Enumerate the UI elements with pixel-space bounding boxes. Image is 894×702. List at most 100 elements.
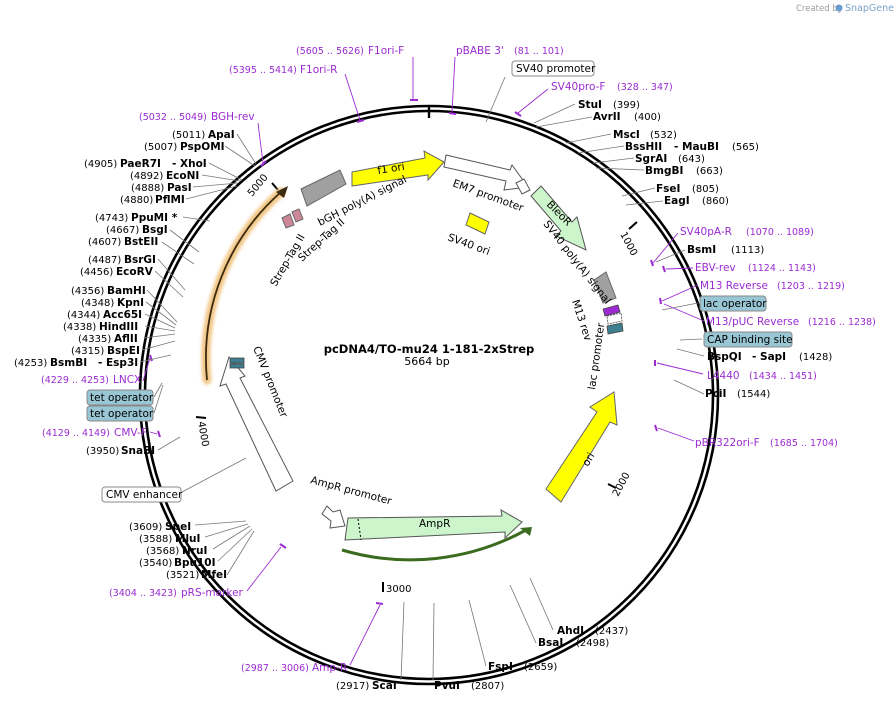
enzyme-name-bmgbi[interactable]: BmgBI xyxy=(645,165,683,177)
primer-pos-amp-r: (2987 .. 3006) xyxy=(241,663,309,674)
enzyme-suffix-sapi[interactable]: - SapI xyxy=(752,351,786,363)
enzyme-suffix-maubi[interactable]: - MauBI xyxy=(674,141,719,153)
enzyme-name-scai[interactable]: ScaI xyxy=(372,680,397,692)
primer-name-pbabe[interactable]: pBABE 3' xyxy=(456,45,504,57)
enzyme-name-ahdi[interactable]: AhdI xyxy=(557,625,584,637)
tick-label-1000: 1000 xyxy=(617,230,639,258)
enzyme-name-sgrai[interactable]: SgrAI xyxy=(635,153,667,165)
enzyme-pos-bspqi: (1428) xyxy=(799,352,832,363)
primer-name-m13-reverse[interactable]: M13 Reverse xyxy=(700,280,768,292)
enzyme-name-pvui[interactable]: PvuI xyxy=(434,680,460,692)
leader-bspei xyxy=(141,340,176,351)
enzyme-name-bsteii[interactable]: BstEII xyxy=(124,236,158,248)
enzyme-name-bamhi[interactable]: BamHI xyxy=(107,285,146,297)
ampr-orf-arc xyxy=(341,528,527,562)
enzyme-pos-bsmi: (1113) xyxy=(731,245,764,256)
enzyme-name-ppumi[interactable]: PpuMI * xyxy=(131,212,178,224)
primer-mark-prs-marker xyxy=(279,543,287,549)
enzyme-name-kpni[interactable]: KpnI xyxy=(117,297,144,309)
enzyme-name-nrui[interactable]: NruI xyxy=(182,545,207,557)
feature-f1-ori: f1 ori xyxy=(351,150,445,187)
enzyme-name-bsgi[interactable]: BsgI xyxy=(142,224,168,236)
primer-name-pbr322ori-f[interactable]: pBR322ori-F xyxy=(695,437,760,449)
leader-pcii xyxy=(673,379,705,395)
enzyme-name-econi[interactable]: EcoNI xyxy=(166,170,199,182)
enzyme-name-bsmi[interactable]: BsmI xyxy=(687,244,716,256)
primer-mark-pbabe xyxy=(448,112,457,115)
primer-name-sv40pro-f[interactable]: SV40pro-F xyxy=(551,81,605,93)
enzyme-name-paer7i[interactable]: PaeR7I xyxy=(120,158,161,170)
enzyme-pos-bsteii: (4607) xyxy=(88,237,121,248)
label-tet-operator-1[interactable]: tet operator xyxy=(86,389,154,406)
credit-prefix: Created by xyxy=(796,4,843,14)
primer-name-amp-r[interactable]: Amp-R xyxy=(312,662,347,674)
enzyme-name-fspi[interactable]: FspI xyxy=(488,661,513,673)
tick-marks xyxy=(195,182,638,592)
enzyme-pos-aflii: (4335) xyxy=(78,334,111,345)
enzyme-suffix-xhoi[interactable]: - XhoI xyxy=(172,158,207,170)
primer-name-prs-marker[interactable]: pRS-marker xyxy=(181,587,244,599)
leader-bsgi xyxy=(169,229,200,253)
leader-bspqi xyxy=(676,348,705,357)
enzyme-name-avrii[interactable]: AvrII xyxy=(593,111,621,123)
label-cmv-enhancer[interactable]: CMV enhancer xyxy=(101,486,183,503)
enzyme-pos-msci: (532) xyxy=(650,130,677,141)
enzyme-name-aflii[interactable]: AflII xyxy=(114,333,138,345)
enzyme-name-stui[interactable]: StuI xyxy=(578,99,602,111)
label-cap-binding-site[interactable]: CAP binding site xyxy=(703,331,793,348)
enzyme-name-bspei[interactable]: BspEI xyxy=(107,345,140,357)
label-sv40-promoter[interactable]: SV40 promoter xyxy=(511,60,596,77)
tick-2000 xyxy=(607,483,617,489)
enzyme-name-pspomi[interactable]: PspOMI xyxy=(180,141,225,153)
m13-rev-box xyxy=(602,304,621,317)
enzyme-pos-bsgi: (4667) xyxy=(106,225,139,236)
enzyme-name-msci[interactable]: MscI xyxy=(613,129,640,141)
enzyme-name-acc65i[interactable]: Acc65I xyxy=(103,309,142,321)
enzyme-pos-bsmbi: (4253) xyxy=(14,358,47,369)
enzyme-name-bsmbi[interactable]: BsmBI xyxy=(50,357,87,369)
primer-name-f1ori-f[interactable]: F1ori-F xyxy=(368,45,404,57)
enzyme-name-bsshii[interactable]: BssHII xyxy=(625,141,662,153)
primer-pos-ebv-rev: (1124 .. 1143) xyxy=(748,263,816,274)
primer-name-lncx[interactable]: LNCX xyxy=(113,374,141,386)
enzyme-name-pcii[interactable]: PciI xyxy=(705,388,726,400)
leader-m13puc-reverse xyxy=(663,303,705,322)
enzyme-name-mlui[interactable]: MluI xyxy=(175,533,200,545)
enzyme-name-ecorv[interactable]: EcoRV xyxy=(116,266,154,278)
tick-5000 xyxy=(271,182,279,191)
enzyme-pos-snabi: (3950) xyxy=(86,446,119,457)
sv40-polya-box xyxy=(593,271,617,304)
primer-name-m13puc-reverse[interactable]: M13/pUC Reverse xyxy=(706,316,799,328)
enzyme-name-eagi[interactable]: EagI xyxy=(664,195,690,207)
enzyme-name-spei[interactable]: SpeI xyxy=(165,521,191,533)
primer-name-f1ori-r[interactable]: F1ori-R xyxy=(300,64,337,76)
feature-em7-promoter: EM7 promoter xyxy=(443,154,529,215)
enzyme-name-pasi[interactable]: PasI xyxy=(167,182,192,194)
label-lac-operator[interactable]: lac operator xyxy=(699,295,767,312)
enzyme-name-mfei[interactable]: MfeI xyxy=(201,569,227,581)
enzyme-name-bsai[interactable]: BsaI xyxy=(538,637,563,649)
primer-pos-sv40pa-r: (1070 .. 1089) xyxy=(746,227,814,238)
primer-name-cmv-f[interactable]: CMV-F xyxy=(114,427,147,439)
primer-name-ebv-rev[interactable]: EBV-rev xyxy=(695,262,736,274)
primer-name-sv40pa-r[interactable]: SV40pA-R xyxy=(680,226,732,238)
label-tet-operator-2[interactable]: tet operator xyxy=(86,405,154,422)
leader-bsrgi xyxy=(157,258,186,291)
leader-pvui xyxy=(432,602,435,681)
primer-mark-pbr322ori-f xyxy=(654,424,658,432)
primer-name-bgh-rev[interactable]: BGH-rev xyxy=(211,111,255,123)
enzyme-name-hindiii[interactable]: HindIII xyxy=(99,321,138,333)
leader-lncx xyxy=(142,357,151,382)
enzyme-name-fsei[interactable]: FseI xyxy=(656,183,680,195)
leader-kpni xyxy=(145,301,177,326)
enzyme-name-bspqi[interactable]: BspQI xyxy=(707,351,742,363)
primer-name-l4440[interactable]: L4440 xyxy=(707,370,740,382)
enzyme-name-bpu10i[interactable]: Bpu10I xyxy=(174,557,216,569)
enzyme-name-bsrgi[interactable]: BsrGI xyxy=(124,254,156,266)
enzyme-suffix-esp3i[interactable]: - Esp3I xyxy=(98,357,138,369)
enzyme-name-snabi[interactable]: SnaBI xyxy=(121,445,155,457)
leader-bsshii xyxy=(577,145,625,154)
enzyme-name-apai[interactable]: ApaI xyxy=(208,129,235,141)
enzyme-name-pflmi[interactable]: PflMI xyxy=(155,194,185,206)
tick-1000 xyxy=(628,221,638,230)
